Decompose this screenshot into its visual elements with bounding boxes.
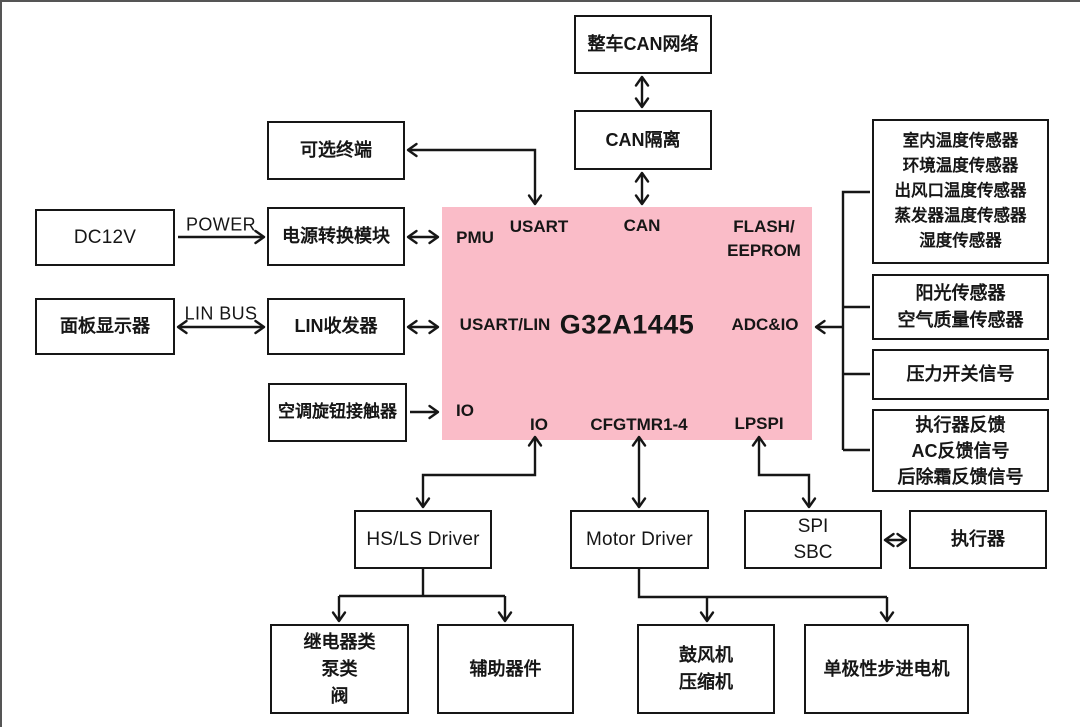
node-label: 整车CAN网络 — [587, 34, 699, 55]
node-label: 压力开关信号 — [906, 364, 1015, 385]
node-lin-transceiver: LIN收发器 — [267, 298, 405, 355]
node-label: DC12V — [73, 226, 137, 248]
node-feedback-signals: 执行器反馈 AC反馈信号 后除霜反馈信号 — [872, 409, 1049, 492]
node-dc12v: DC12V — [35, 209, 175, 266]
port-io-left: IO — [456, 401, 474, 420]
connector-hsls-branch-trunk — [339, 569, 505, 598]
node-label: 电源转换模块 — [282, 226, 390, 247]
port-usart-lin: USART/LIN — [459, 315, 551, 334]
node-pressure-switch-signal: 压力开关信号 — [872, 349, 1049, 400]
connector-usart-optional-terminal — [406, 142, 543, 206]
node-relay-pump-valve: 继电器类 泵类 阀 — [270, 624, 409, 714]
connector-chip-io-hsls-driver — [415, 435, 543, 509]
node-label: 可选终端 — [300, 140, 372, 161]
node-label: LIN收发器 — [294, 316, 378, 337]
port-adc-io: ADC&IO — [731, 315, 799, 334]
port-pmu: PMU — [456, 228, 494, 247]
node-blower-compressor: 鼓风机 压缩机 — [637, 624, 775, 714]
node-spi-sbc: SPI SBC — [744, 510, 882, 569]
port-flash-eeprom: FLASH/ EEPROM — [727, 217, 801, 260]
node-label: 面板显示器 — [60, 316, 150, 337]
port-usart: USART — [509, 217, 569, 236]
node-label: CAN隔离 — [605, 129, 681, 150]
node-vehicle-can-network: 整车CAN网络 — [574, 15, 712, 74]
connector-chip-lpspi-spi-sbc — [751, 435, 817, 509]
node-label: 单极性步进电机 — [823, 658, 950, 679]
edge-label-power: POWER — [185, 214, 257, 235]
connector-motor-branch-trunk — [637, 569, 887, 599]
node-label: 空调旋钮接触器 — [278, 402, 397, 422]
node-can-isolation: CAN隔离 — [574, 110, 712, 170]
node-panel-display: 面板显示器 — [35, 298, 175, 355]
node-label: HS/LS Driver — [366, 528, 480, 550]
port-lpspi: LPSPI — [734, 414, 784, 433]
node-label: Motor Driver — [586, 528, 693, 550]
node-ac-knob-contactor: 空调旋钮接触器 — [268, 383, 407, 442]
node-optional-terminal: 可选终端 — [267, 121, 405, 180]
node-label: 执行器 — [951, 529, 1005, 550]
node-actuator: 执行器 — [909, 510, 1047, 569]
chip-part-number: G32A1445 — [559, 309, 695, 340]
port-cfgtmr1-4: CFGTMR1-4 — [590, 415, 688, 434]
node-unipolar-stepper-motor: 单极性步进电机 — [804, 624, 969, 714]
node-label: 辅助器件 — [469, 658, 542, 679]
connector-right-sensor-trunk — [841, 190, 870, 452]
node-mcu-g32a1445: PMU USART CAN FLASH/ EEPROM USART/LIN G3… — [442, 207, 812, 440]
node-power-conversion-module: 电源转换模块 — [267, 207, 405, 266]
edge-label-lin-bus: LIN BUS — [184, 303, 258, 324]
node-auxiliary-devices: 辅助器件 — [437, 624, 574, 714]
node-motor-driver: Motor Driver — [570, 510, 709, 569]
node-sun-air-quality-sensors: 阳光传感器 空气质量传感器 — [872, 274, 1049, 340]
port-can: CAN — [623, 216, 661, 235]
node-hsls-driver: HS/LS Driver — [354, 510, 492, 569]
port-io-bottom: IO — [530, 415, 548, 434]
node-temperature-sensors: 室内温度传感器 环境温度传感器 出风口温度传感器 蒸发器温度传感器 湿度传感器 — [872, 119, 1049, 264]
